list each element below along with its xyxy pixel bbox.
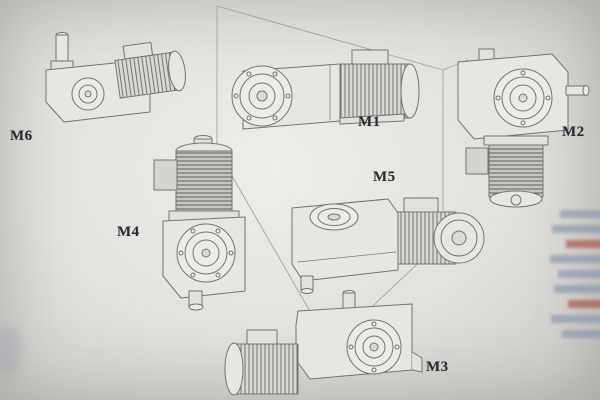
motor-fins [114,41,186,99]
blurred-margin-text [544,210,600,338]
terminal-box [351,49,389,66]
blurred-text-line [558,270,600,278]
output-shaft [342,292,356,310]
blurred-text-line [560,210,600,218]
terminal-box [465,147,489,175]
blurred-text-line [554,285,600,293]
gearmotor-m3-drawing [224,290,423,396]
terminal-box [403,197,439,213]
blurred-text-line [568,300,600,308]
position-label-m3: M3 [426,359,449,375]
blurred-text-line [550,255,600,263]
blurred-text-line [552,225,600,233]
cube-wireframe [195,5,469,347]
blurred-text-line [551,315,600,323]
blurred-text-line [566,240,600,248]
position-label-m1: M1 [358,114,381,130]
terminal-box [153,159,178,191]
position-label-m4: M4 [117,224,140,240]
motor-fins [233,343,299,395]
blurred-text-line [562,330,600,338]
motor-fins [175,150,233,212]
gearmotor-m2-drawing [457,48,590,208]
gearmotor-m4-drawing [153,135,246,311]
motor-fins [488,144,544,198]
gearmotor-m6-drawing [45,32,186,123]
page-smudge [0,326,22,374]
position-label-m2: M2 [562,124,585,140]
position-label-m5: M5 [373,169,396,185]
position-label-m6: M6 [10,128,33,144]
gearmotor-m5-drawing [291,197,485,294]
gearmotor-m1-drawing [231,49,420,130]
output-shaft [300,275,314,291]
motor-fins [339,63,411,119]
terminal-box [246,329,278,345]
